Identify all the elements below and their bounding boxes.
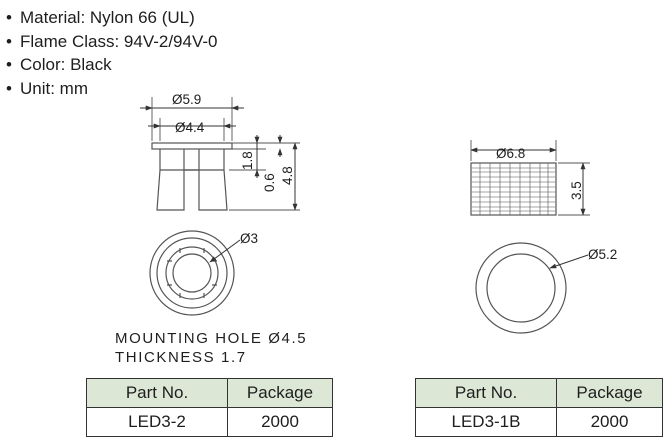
table-row: LED3-2 2000 xyxy=(86,407,333,437)
dim-hole-dia: Ø3 xyxy=(240,231,258,246)
left-part-table: Part No. Package LED3-2 2000 xyxy=(86,378,333,437)
cell-package: 2000 xyxy=(556,407,663,437)
spec-flame-class: •Flame Class: 94V-2/94V-0 xyxy=(6,31,218,51)
table-header-row: Part No. Package xyxy=(86,378,333,408)
header-part-no: Part No. xyxy=(415,378,557,408)
dim-flange-height: 1.8 xyxy=(240,151,255,170)
dim-inner-dia-left: Ø4.4 xyxy=(175,120,205,135)
dim-inner-dia-right: Ø5.2 xyxy=(588,247,617,262)
dim-total-height: 4.8 xyxy=(280,166,295,185)
table-header-row: Part No. Package xyxy=(415,378,663,408)
right-dim-lines xyxy=(470,147,586,216)
left-extension-lines xyxy=(151,97,300,211)
spec-color: •Color: Black xyxy=(6,55,112,74)
right-top-view xyxy=(475,242,567,334)
dim-height-right: 3.5 xyxy=(569,181,584,200)
table-row: LED3-1B 2000 xyxy=(415,407,663,437)
cell-part-no: LED3-2 xyxy=(86,407,228,437)
left-dim-lines xyxy=(140,105,298,211)
thickness-note: THICKNESS 1.7 xyxy=(115,349,247,366)
right-part-table: Part No. Package LED3-1B 2000 xyxy=(415,378,663,437)
header-package: Package xyxy=(227,378,333,408)
cell-part-no: LED3-1B xyxy=(415,407,557,437)
spec-material: •Material: Nylon 66 (UL) xyxy=(6,8,195,27)
left-hole-leader xyxy=(209,239,241,263)
header-package: Package xyxy=(556,378,663,408)
right-hole-leader xyxy=(549,254,589,269)
mounting-hole-note: MOUNTING HOLE Ø4.5 xyxy=(115,330,308,347)
dim-gap-height: 0.6 xyxy=(262,173,277,192)
spec-unit: •Unit: mm xyxy=(6,78,88,98)
header-part-no: Part No. xyxy=(86,378,228,408)
cell-package: 2000 xyxy=(227,407,333,437)
left-side-view xyxy=(151,142,233,211)
dim-outer-dia-left: Ø5.9 xyxy=(172,92,201,107)
spec-list: •Material: Nylon 66 (UL) •Flame Class: 9… xyxy=(6,6,217,100)
dim-outer-dia-right: Ø6.8 xyxy=(496,146,525,161)
left-top-view xyxy=(149,230,235,316)
right-side-view xyxy=(470,162,557,216)
